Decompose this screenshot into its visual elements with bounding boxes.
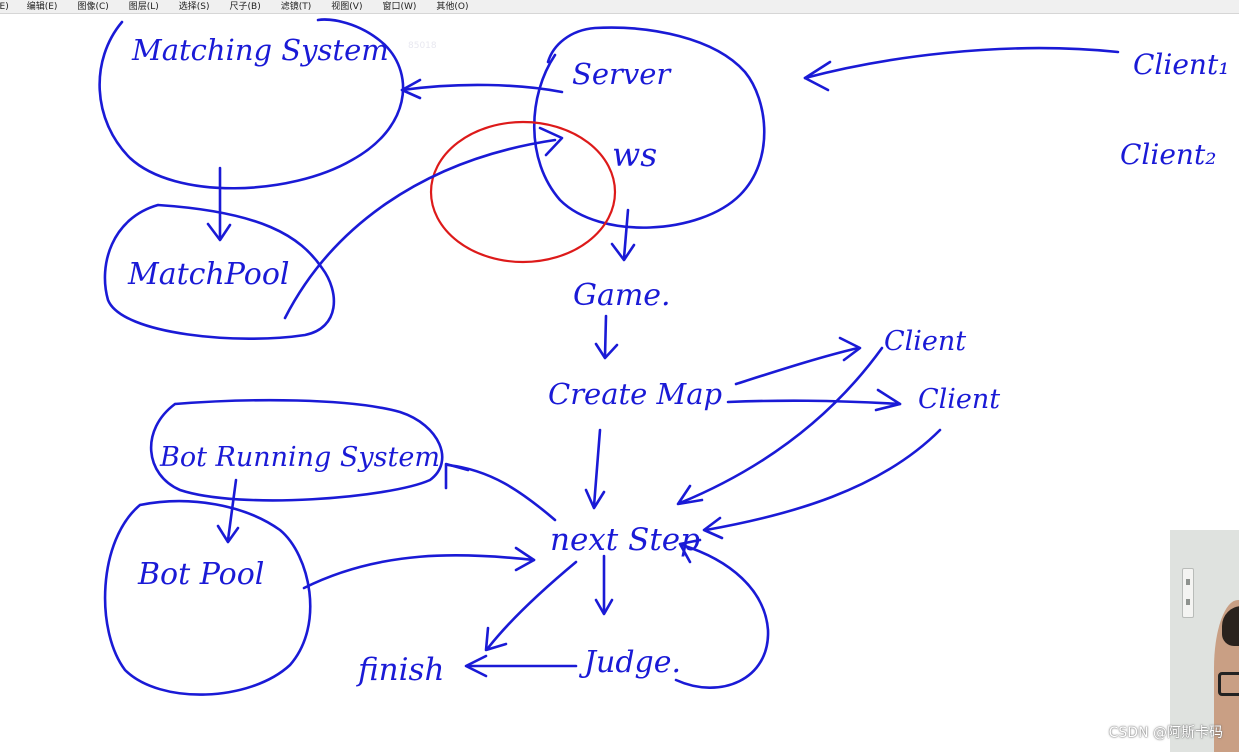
arrow-createmap-to-client-b [726,388,902,412]
presenter-hair [1222,606,1239,646]
highlight-circle [429,120,617,264]
bot-pool-ellipse [103,499,312,696]
menu-bar: (E) 编辑(E) 图像(C) 图层(L) 选择(S) 尺子(B) 滤镜(T) … [0,0,1239,14]
arrow-botrunning-to-botpool [216,478,240,544]
presenter-glasses [1218,672,1239,696]
label-create-map: Create Map [548,377,722,411]
menu-item-image[interactable]: 图像(C) [77,1,109,12]
menu-item-layer[interactable]: 图层(L) [128,1,159,12]
menu-item-edit[interactable]: 编辑(E) [26,1,58,12]
label-game: Game. [573,278,671,313]
arrow-client1-to-server [803,46,1120,92]
arrow-createmap-to-nextstep [584,428,606,510]
server-ellipse [533,26,766,229]
arrow-createmap-to-client-a [734,336,862,386]
label-finish: finish [356,652,444,688]
match-pool-ellipse [103,203,336,340]
arrow-judge-to-nextstep-loop [674,538,770,689]
faint-text: 85018 [408,41,437,51]
label-next-step: next Step [550,522,700,558]
menu-item-select[interactable]: 选择(S) [178,1,210,12]
label-client-1: Client₁ [1133,48,1229,81]
arrow-matchpool-to-ws [283,126,564,320]
arrow-nextstep-to-botrunning [444,462,557,522]
menu-item-other[interactable]: 其他(O) [436,1,469,12]
label-client-2: Client₂ [1120,138,1216,171]
arrow-server-to-matching [400,78,564,100]
arrow-judge-to-finish [464,654,578,678]
wall-switch [1182,568,1194,618]
label-judge: Judge. [578,645,681,680]
menu-item-ruler[interactable]: 尺子(B) [229,1,261,12]
label-bot-running-system: Bot Running System [159,442,440,473]
arrow-client-b-to-nextstep [702,428,942,540]
label-matching-system: Matching System [131,33,389,67]
label-server: Server [572,57,672,91]
arrow-server-to-game [610,208,636,262]
label-client-b: Client [918,384,1000,415]
menu-item-window[interactable]: 窗口(W) [382,1,417,12]
arrow-game-to-createmap [594,314,619,360]
webcam-overlay [1170,530,1239,752]
arrow-nextstep-to-judge [594,554,614,616]
arrow-botpool-to-nextstep [302,546,536,590]
matching-system-ellipse [98,18,405,190]
arrow-client-a-to-nextstep [676,346,884,506]
arrow-nextstep-to-finish [484,560,578,652]
csdn-watermark: CSDN @阿斯卡码 [1108,725,1223,741]
label-client-a: Client [884,326,966,357]
menu-item-0[interactable]: (E) [0,1,9,12]
label-match-pool: MatchPool [127,257,289,292]
label-bot-pool: Bot Pool [137,557,264,592]
menu-item-view[interactable]: 视图(V) [331,1,363,12]
bot-running-system-ellipse [149,398,444,502]
label-ws: ws [612,135,657,174]
menu-item-filter[interactable]: 滤镜(T) [280,1,312,12]
arrow-matching-to-matchpool [206,166,232,242]
